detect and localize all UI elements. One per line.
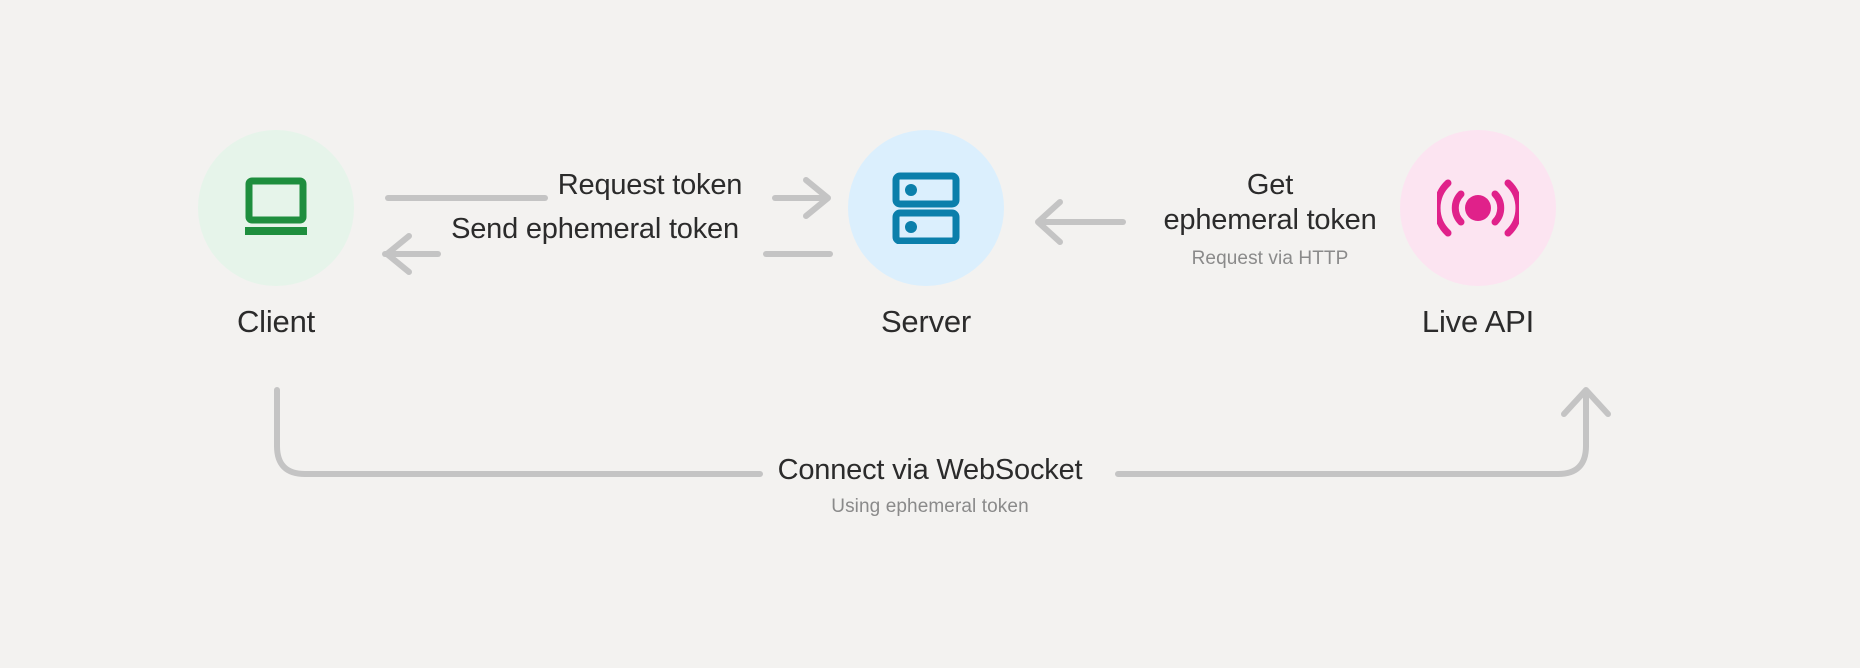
websocket-path-left bbox=[274, 387, 763, 477]
get-token-left-arrow-head bbox=[1035, 199, 1063, 245]
websocket-text: Connect via WebSocket bbox=[777, 454, 1083, 486]
websocket-sublabel: Using ephemeral token bbox=[831, 496, 1029, 518]
node-client[interactable]: Client bbox=[196, 130, 356, 337]
connector-label-get-ephemeral-token: Get ephemeral token Request via HTTP bbox=[1140, 168, 1400, 270]
get-ephemeral-token-line2: ephemeral token bbox=[1163, 204, 1377, 237]
node-server-label: Server bbox=[880, 304, 972, 339]
connector-label-websocket: Connect via WebSocket Using ephemeral to… bbox=[740, 453, 1120, 519]
node-client-label: Client bbox=[236, 304, 316, 339]
connector-label-send-ephemeral-token: Send ephemeral token bbox=[430, 212, 760, 246]
node-server[interactable]: Server bbox=[846, 130, 1006, 337]
request-token-text: Request token bbox=[557, 169, 743, 201]
websocket-arrow-head bbox=[1561, 387, 1611, 417]
send-ephemeral-token-text: Send ephemeral token bbox=[451, 213, 739, 245]
node-server-circle bbox=[848, 130, 1004, 286]
laptop-icon bbox=[245, 177, 307, 235]
get-ephemeral-token-sublabel: Request via HTTP bbox=[1191, 247, 1349, 269]
get-ephemeral-token-line1: Get bbox=[1246, 169, 1294, 201]
websocket-path-right bbox=[1115, 389, 1589, 477]
get-ephemeral-token-text: Get ephemeral token bbox=[1140, 168, 1400, 239]
server-rack-icon bbox=[892, 172, 960, 244]
node-live-api-label: Live API bbox=[1421, 304, 1535, 339]
send-token-arrow-head bbox=[384, 233, 412, 275]
broadcast-signal-icon bbox=[1437, 179, 1519, 237]
node-client-circle bbox=[198, 130, 354, 286]
request-token-arrow-head bbox=[803, 177, 831, 219]
connector-label-request-token: Request token bbox=[540, 168, 760, 202]
node-live-api-circle bbox=[1400, 130, 1556, 286]
node-live-api[interactable]: Live API bbox=[1398, 130, 1558, 337]
